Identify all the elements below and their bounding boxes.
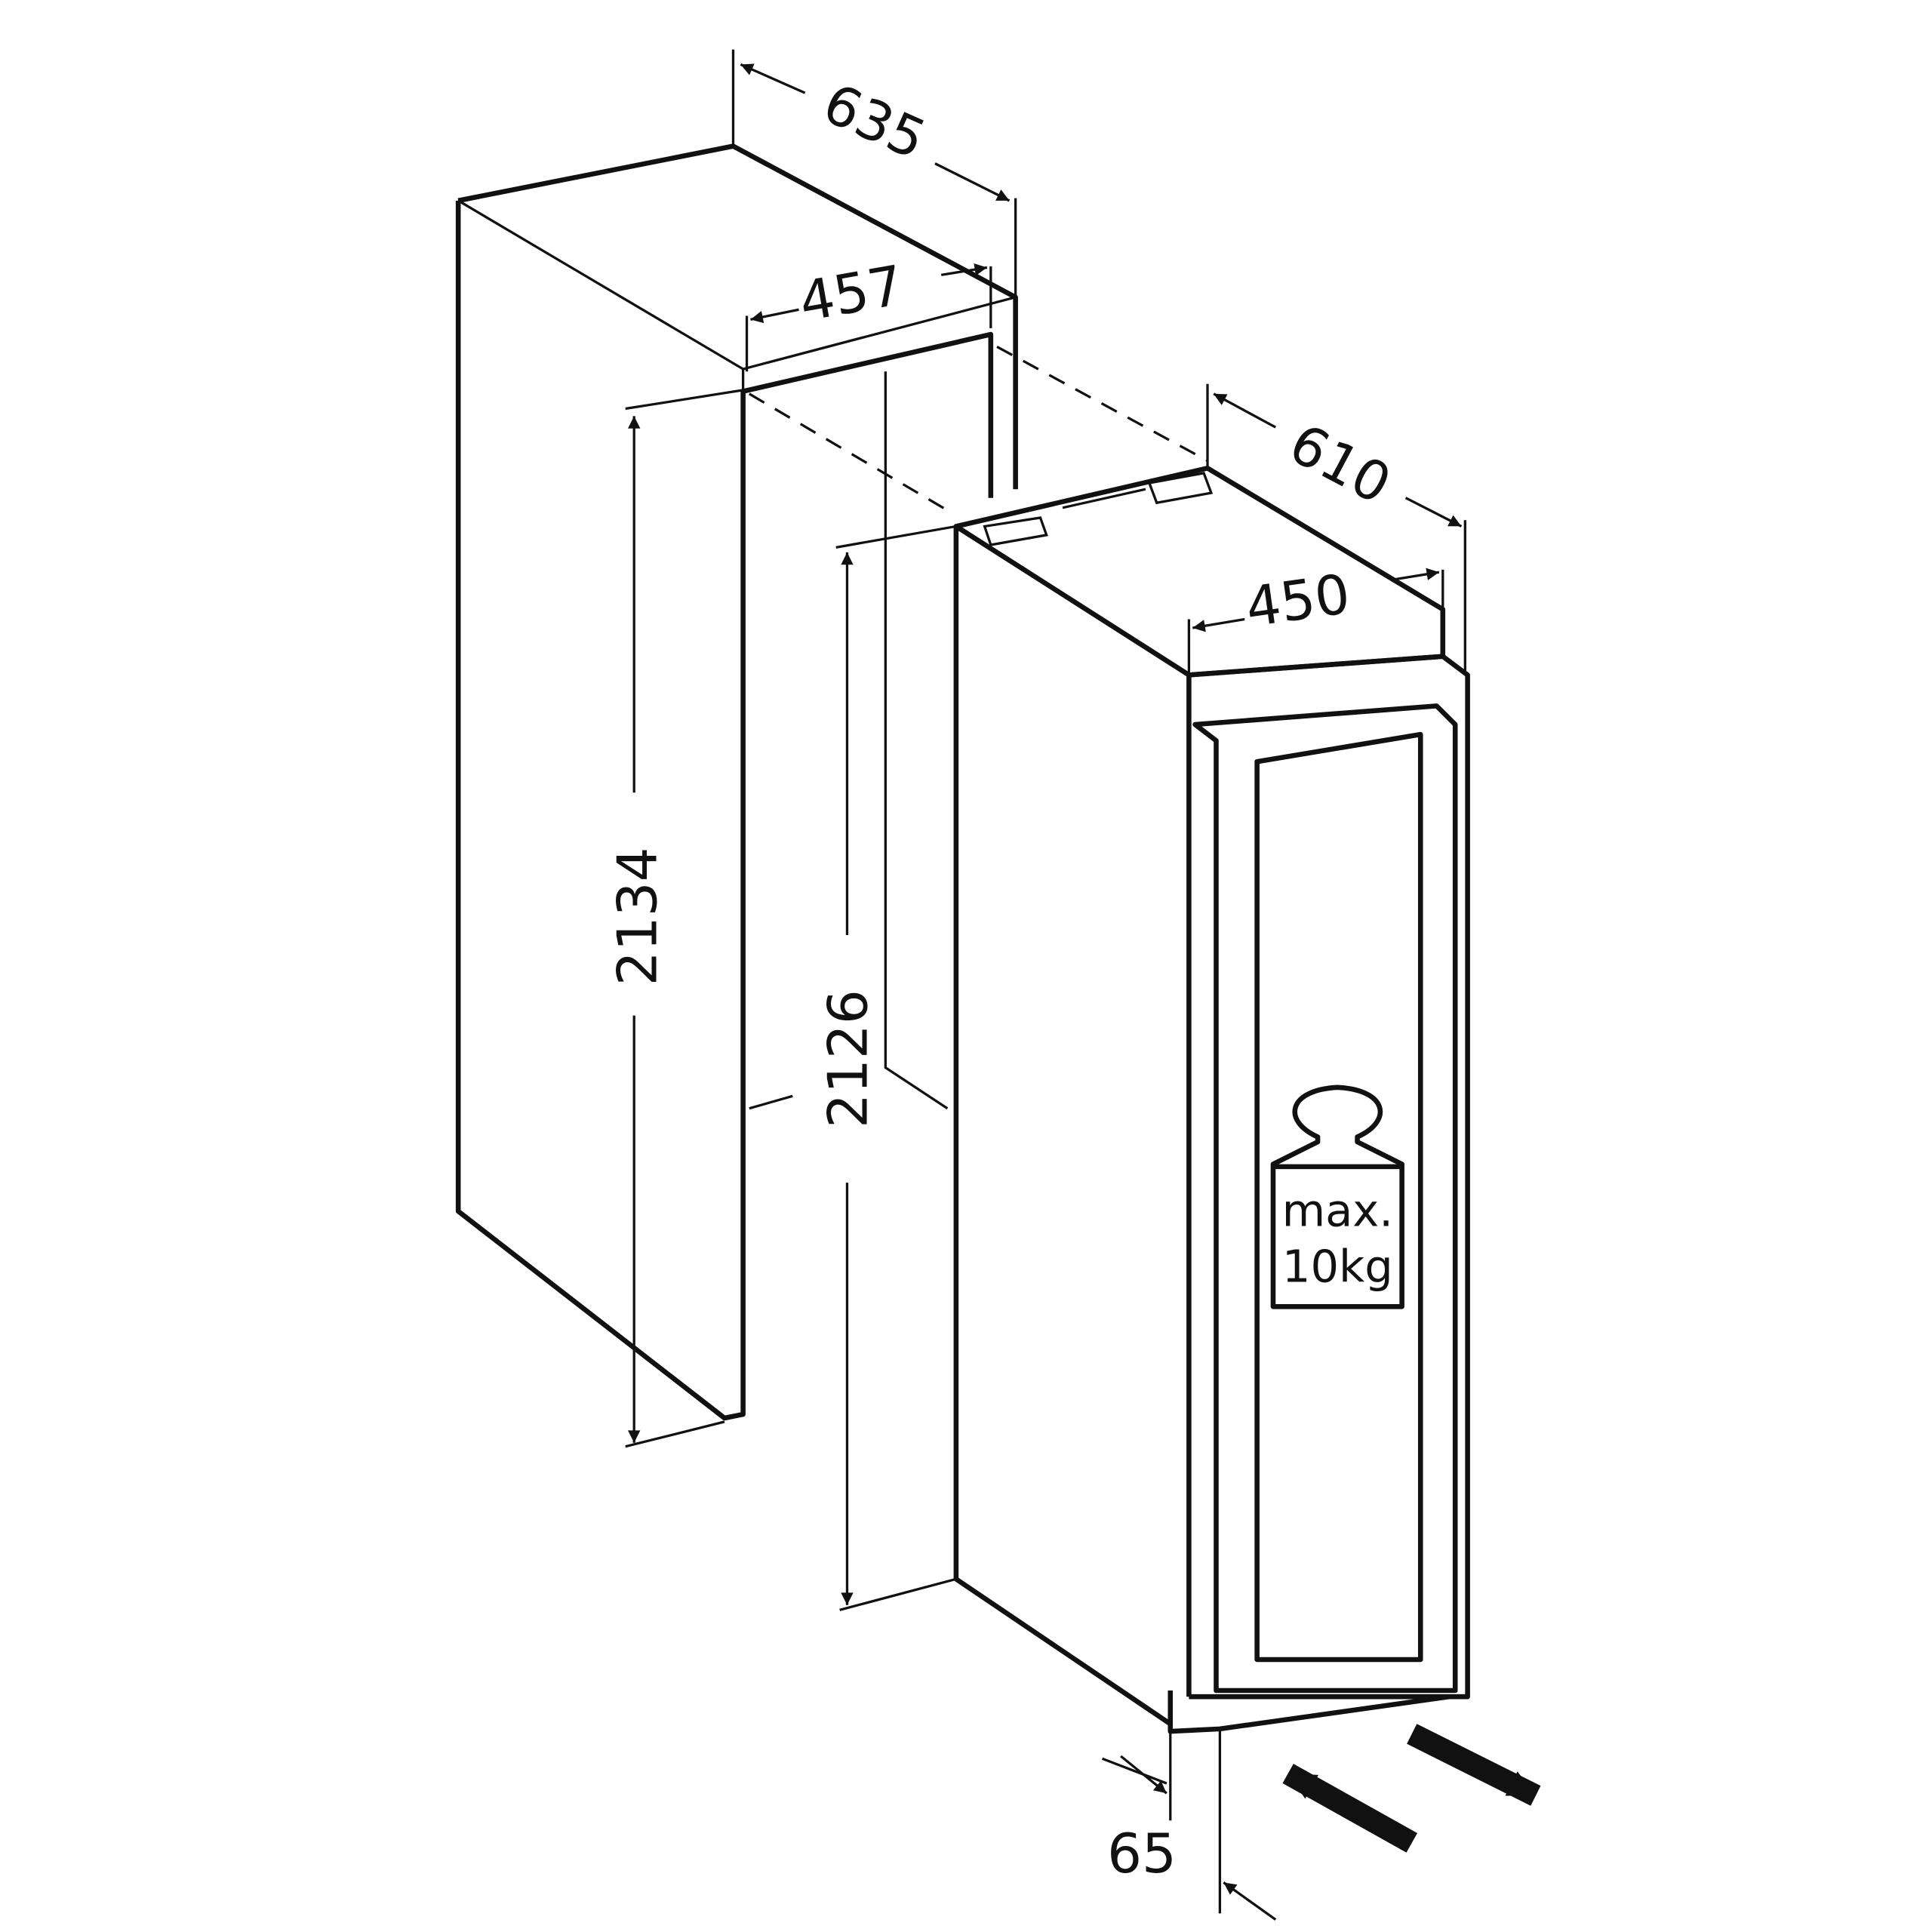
dimension-niche-height: 2134 (607, 389, 743, 1448)
dimension-label: 2134 (607, 847, 670, 986)
weight-label-line2: 10kg (1282, 1240, 1393, 1292)
dimension-appliance-depth: 610 (1206, 383, 1466, 675)
dimension-label: 450 (1242, 563, 1354, 640)
weight-label-line1: max. (1282, 1185, 1393, 1237)
dimension-label: 65 (1107, 1823, 1177, 1886)
dimension-label: 2126 (817, 989, 881, 1128)
pull-arrow-icon (1407, 1724, 1541, 1806)
dimension-appliance-width: 450 (1187, 563, 1444, 675)
dimension-label: 610 (1279, 412, 1401, 517)
wine-cooler-appliance (953, 466, 1470, 1734)
dimension-label: 635 (814, 72, 934, 172)
max-weight-icon: max. 10kg (1270, 1084, 1404, 1309)
dimension-appliance-height: 2126 (817, 525, 957, 1611)
push-arrow-icon (1282, 1764, 1417, 1853)
dimension-door-offset: 65 (1101, 1728, 1277, 1921)
niche-cabinet (455, 143, 1208, 1421)
dimension-label: 457 (795, 254, 908, 335)
